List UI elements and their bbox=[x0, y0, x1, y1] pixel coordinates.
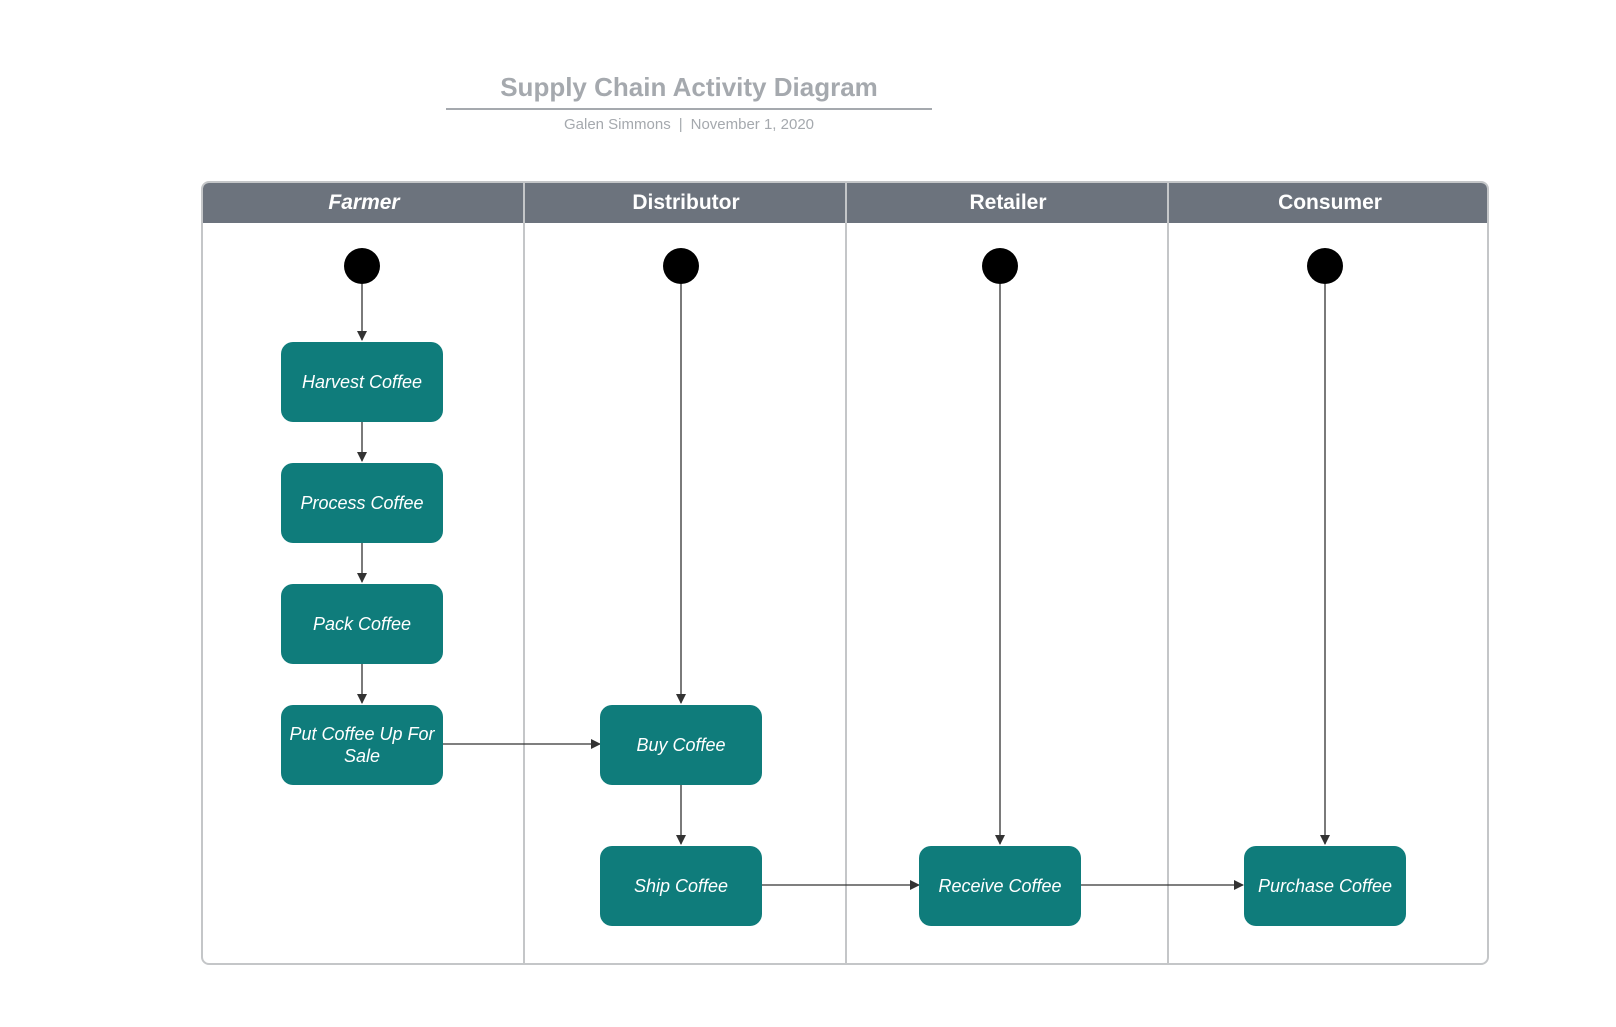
activity-harvest-coffee[interactable]: Harvest Coffee bbox=[281, 342, 443, 422]
activity-purchase-coffee[interactable]: Purchase Coffee bbox=[1244, 846, 1406, 926]
start-node-farmer bbox=[344, 248, 380, 284]
activity-receive-coffee[interactable]: Receive Coffee bbox=[919, 846, 1081, 926]
subtitle-separator: | bbox=[678, 116, 683, 133]
activity-buy-coffee[interactable]: Buy Coffee bbox=[600, 705, 762, 785]
activity-ship-coffee[interactable]: Ship Coffee bbox=[600, 846, 762, 926]
swimlane-container: Farmer Distributor Retailer Consumer bbox=[201, 181, 1489, 965]
lane-title-distributor: Distributor bbox=[632, 191, 740, 214]
lane-title-farmer: Farmer bbox=[328, 191, 400, 214]
author-name: Galen Simmons bbox=[563, 116, 671, 133]
diagram-subtitle: Galen Simmons | November 1, 2020 bbox=[446, 116, 932, 133]
start-node-consumer bbox=[1307, 248, 1343, 284]
lane-title-retailer: Retailer bbox=[969, 191, 1047, 214]
lane-title-consumer: Consumer bbox=[1278, 191, 1382, 214]
lane-divider bbox=[845, 183, 847, 963]
title-underline bbox=[446, 108, 932, 110]
activity-pack-coffee[interactable]: Pack Coffee bbox=[281, 584, 443, 664]
start-node-distributor bbox=[663, 248, 699, 284]
diagram-title: Supply Chain Activity Diagram bbox=[500, 72, 878, 102]
lane-divider bbox=[523, 183, 525, 963]
activity-put-coffee-up-for-sale[interactable]: Put Coffee Up For Sale bbox=[281, 705, 443, 785]
lane-divider bbox=[1167, 183, 1169, 963]
diagram-date: November 1, 2020 bbox=[690, 116, 815, 133]
start-node-retailer bbox=[982, 248, 1018, 284]
activity-process-coffee[interactable]: Process Coffee bbox=[281, 463, 443, 543]
